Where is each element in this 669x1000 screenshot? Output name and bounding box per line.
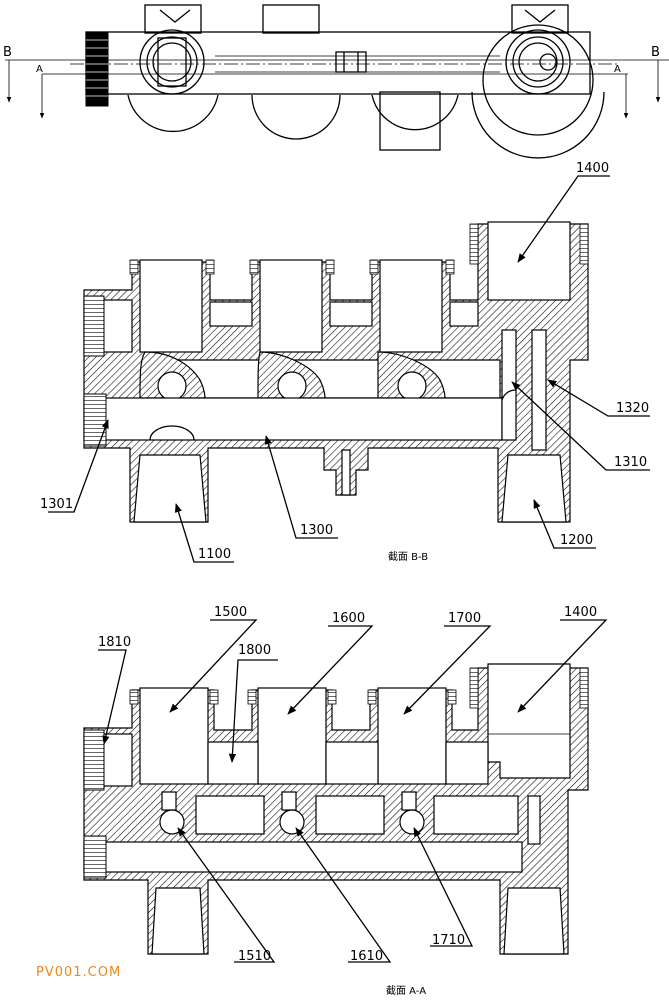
watermark: PV001.COM bbox=[36, 965, 121, 980]
label-1320: 1320 bbox=[616, 401, 649, 416]
section-mark-a-left: A bbox=[36, 64, 43, 75]
caption-section-bb: 截面 B-B bbox=[388, 550, 428, 563]
label-1610: 1610 bbox=[350, 949, 383, 964]
section-mark-b-right: B bbox=[651, 45, 660, 60]
caption-section-aa: 截面 A-A bbox=[386, 984, 426, 997]
section-mark-a-right: A bbox=[614, 64, 621, 75]
label-1500: 1500 bbox=[214, 605, 247, 620]
section-b-b: 1400 1320 1310 1301 1300 1100 1200 截面 B-… bbox=[40, 161, 650, 563]
label-1200: 1200 bbox=[560, 533, 593, 548]
label-1400-aa: 1400 bbox=[564, 605, 597, 620]
label-1800: 1800 bbox=[238, 643, 271, 658]
top-view: B A A B bbox=[3, 4, 669, 159]
label-1301: 1301 bbox=[40, 497, 73, 512]
label-1600: 1600 bbox=[332, 611, 365, 626]
section-mark-b-left: B bbox=[3, 45, 12, 60]
label-1510: 1510 bbox=[238, 949, 271, 964]
section-a-a: 1810 1500 1800 1600 1700 1400 1510 1610 … bbox=[83, 605, 608, 997]
label-1300: 1300 bbox=[300, 523, 333, 538]
label-1400-bb: 1400 bbox=[576, 161, 609, 176]
label-1710: 1710 bbox=[432, 933, 465, 948]
label-1700: 1700 bbox=[448, 611, 481, 626]
label-1100: 1100 bbox=[198, 547, 231, 562]
label-1310: 1310 bbox=[614, 455, 647, 470]
label-1810: 1810 bbox=[98, 635, 131, 650]
